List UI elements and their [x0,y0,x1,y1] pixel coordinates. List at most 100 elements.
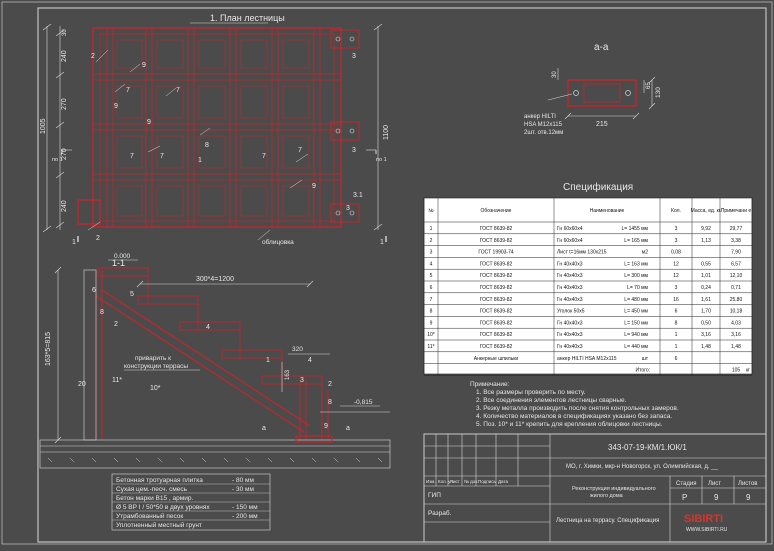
spec-cell: 1,01 [701,273,711,279]
plan-horizontal-members [93,73,341,181]
plan-inner-outline [99,33,335,222]
spec-header: Примечани е [721,208,752,214]
plan-title: 1. План лестницы [210,13,285,23]
section-11-dims [54,266,330,444]
spec-cell: ГОСТ 8639-82 [480,320,513,326]
plan-cut-1-left: 1 [72,239,76,246]
bottom-anchor-plate [295,435,333,443]
s11-pos: 1 [266,357,270,364]
project-code: 343-07-19-КМ/1.ЮК/1 [608,443,687,452]
spec-cell: 1 [675,344,678,350]
stamp-col-header: Дата [498,479,508,484]
spec-cell: L= 440 мм [624,344,648,350]
weld-note-line-1: приварить к [135,355,171,362]
spec-cell: 11* [427,344,434,350]
spec-cell: ГОСТ 8639-82 [480,344,513,350]
plan-pos: 2 [96,235,100,242]
sibirti-logo: SIBIRTI [684,513,723,525]
spec-cell: ГОСТ 8639-82 [480,261,513,267]
section-aa-title: а-а [594,42,609,53]
stage-value: Р [682,493,687,502]
spec-header: № [428,208,433,214]
spec-total-value: 105 [732,368,741,374]
plan-cells [116,39,310,217]
spec-cell: Гн 60х60х4 [557,238,583,244]
spec-cell: 3 [675,226,678,232]
spec-cell: 8 [430,309,433,315]
s11-pos: 11* [112,377,122,384]
layer-name: Бетон марки В15 , армир. [116,495,193,502]
spec-cell: анкер HILTI HSA M12x115 [557,356,617,362]
spec-cell: 6 [675,309,678,315]
section-aa-dim-width: 215 [596,121,608,128]
terrace-wall [83,269,97,441]
plan-pos: 3 [346,205,350,212]
plan-cut-markers [61,149,387,242]
section-11-title: 1-1 [112,258,125,268]
spec-cell: 6,57 [731,261,741,267]
sheets-value: 9 [746,493,751,502]
spec-cell: ГОСТ 8639-82 [480,309,513,315]
spec-total-label: Итого: [636,368,651,374]
spec-cell: L= 480 мм [624,297,648,303]
plan-pos: 2 [91,53,95,60]
spec-cell: 4,03 [731,320,741,326]
spec-header: Наименование [590,208,625,214]
note-item: 1. Все размеры проверить по месту. [476,389,586,396]
layer-thickness: - 200 мм [232,513,258,520]
note-item: 2. Все соединения элементов лестницы сва… [476,397,627,404]
spec-header: Обозначение [481,208,512,214]
spec-cell: 8 [675,320,678,326]
spec-cell: L= 163 мм [624,261,648,267]
spec-cell: 3,16 [701,332,711,338]
s11-pos: 8 [100,309,104,316]
spec-cell: 12,10 [730,273,743,279]
plan-vertical-members [106,28,321,227]
spec-header: Масса, ед. кг. [691,208,722,214]
section-aa: а-а 215 130 30 65 анкер HILTI HSA M12x11… [524,42,662,136]
plan-dim-270a: 270 [61,98,68,110]
plan-dim-right: 1100 [383,125,390,140]
spec-cell: Гн 40х40х3 [557,285,583,291]
stair-stringer [95,289,311,433]
section-aa-plate [567,79,637,107]
title-block-grid [424,434,766,542]
section-11: 1-1 0.000 [39,253,391,469]
section-aa-dims [547,68,656,120]
stamp-col-header: Изм. [426,479,436,484]
dim-height: 163*5=815 [45,332,52,366]
sheet-value: 9 [714,493,719,502]
anchor-note-line-2: HSA M12x115 [524,122,563,128]
spec-cell: L= 1455 мм [622,226,649,232]
spec-cell: Гн 40х40х3 [557,320,583,326]
sheet-name: Лестница на террасу. Спецификация [556,518,659,524]
plan-dim-240b: 240 [61,200,68,212]
spec-cell: м2 [642,250,648,256]
s11-pos: 4 [308,357,312,364]
level-top: 0.000 [114,253,131,260]
project-name-line-1: Реконструкция индивидуального [572,486,656,492]
spec-cell: 1 [675,332,678,338]
spec-cell: L= 940 мм [624,332,648,338]
plan-pos: 9 [114,103,118,110]
plan-pos: 7 [126,87,130,94]
plan-dim-270b: 270 [61,148,68,160]
s11-pos: 2 [328,381,332,388]
spec-cell: 2 [430,238,433,244]
plan-pos: 9 [142,62,146,69]
spec-cell: 9,92 [701,226,711,232]
spec-cell: 7,90 [731,250,741,256]
gip-label: ГИП [428,492,441,499]
stamp-col-header: № док. [464,479,478,484]
section-aa-dim-height: 130 [655,87,662,98]
layer-name: Сухая цем.-песч. смесь [116,486,188,493]
note-item: 5. Поз. 10* и 11* крепить для крепления … [476,420,663,428]
plan-pos: 3 [352,147,356,154]
spec-cell: 7 [430,297,433,303]
plan-outline [92,27,342,228]
section-aa-tube [583,83,621,103]
spec-cell: ГОСТ 8639-82 [480,297,513,303]
spec-cell: ГОСТ 8639-82 [480,273,513,279]
